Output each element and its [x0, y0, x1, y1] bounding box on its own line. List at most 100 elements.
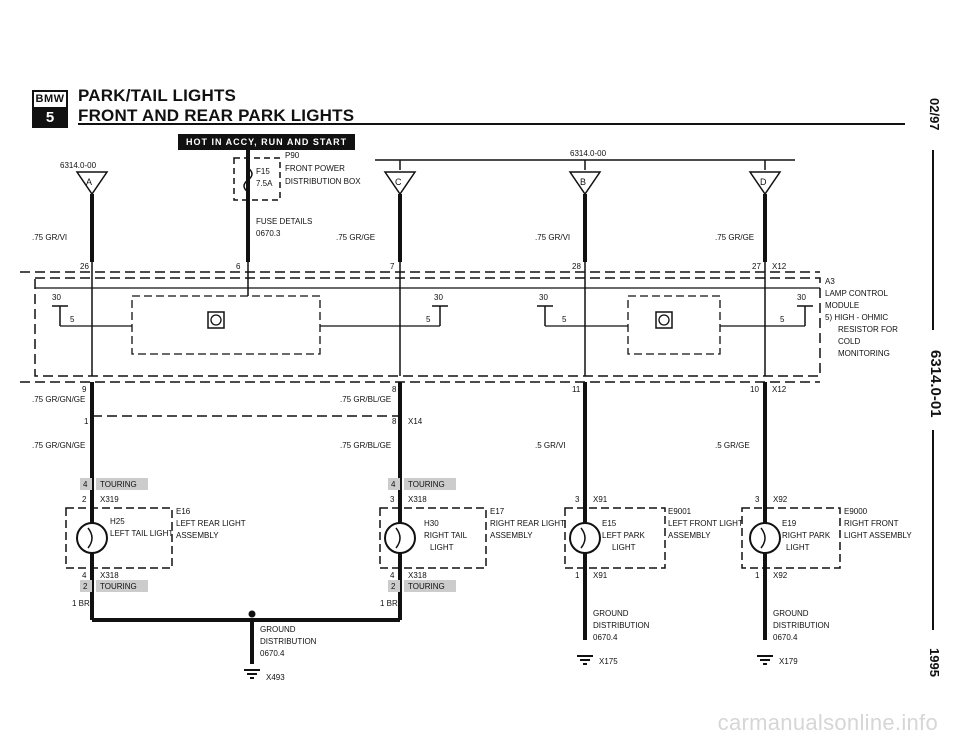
pin-3-a: 3	[390, 495, 395, 504]
connector-x12-b: X12	[772, 385, 787, 394]
ground-s2: DISTRIBUTION	[593, 621, 650, 630]
ground-symbol-x179	[757, 655, 773, 665]
lamp-e17-l2: ASSEMBLY	[490, 531, 533, 540]
pin-8-b: 8	[392, 417, 397, 426]
page-title: PARK/TAIL LIGHTS	[78, 86, 237, 105]
pin-6: 6	[236, 262, 241, 271]
lamp-e19-l2: LIGHT	[786, 543, 810, 552]
wire-label-1: .75 GR/VI	[32, 233, 67, 242]
lamp-e9001-id: E9001	[668, 507, 692, 516]
lamp-control-module	[34, 277, 821, 377]
module-right-box	[627, 295, 721, 355]
ground-symbol-x175	[577, 655, 593, 665]
lamp-e9000-l1: RIGHT FRONT	[844, 519, 899, 528]
ground-s3: 0670.4	[593, 633, 618, 642]
connector-x318-b: X318	[100, 571, 119, 580]
watermark: carmanualsonline.info	[717, 710, 938, 735]
pin-1-b: 1	[755, 571, 760, 580]
wire-label-12: 1 BR	[380, 599, 398, 608]
lamp-e9001-l2: ASSEMBLY	[668, 531, 711, 540]
pin-1: 1	[84, 417, 89, 426]
lamp-e15-id: E15	[602, 519, 617, 528]
touring-label-b: TOURING	[408, 480, 445, 489]
module-note1: 5) HIGH - OHMIC	[825, 313, 888, 322]
pin-5-d: 5	[780, 315, 785, 324]
module-note3: COLD	[838, 337, 860, 346]
ground-l1: GROUND	[260, 625, 296, 634]
connector-d-triangle	[748, 171, 782, 196]
pin-5-c: 5	[562, 315, 567, 324]
ground-s1: GROUND	[593, 609, 629, 618]
touring-label-a: TOURING	[100, 480, 137, 489]
fuse-name: F15	[256, 167, 270, 176]
ground-l2: DISTRIBUTION	[260, 637, 317, 646]
fuse-box-line1: FRONT POWER	[285, 164, 345, 173]
pin-5-b: 5	[426, 315, 431, 324]
page-subtitle: FRONT AND REAR PARK LIGHTS	[78, 106, 355, 125]
logo-series: 5	[34, 109, 66, 126]
wire-label-4: .75 GR/GE	[715, 233, 754, 242]
connector-x318-a: X318	[408, 495, 427, 504]
touring-2-a: 2	[83, 582, 88, 591]
ground-symbol-x493	[244, 669, 260, 679]
connector-x92-a: X92	[773, 495, 788, 504]
pin-8-a: 8	[392, 385, 397, 394]
wire-label-9: .5 GR/VI	[535, 441, 566, 450]
module-left-box	[131, 295, 321, 355]
connector-c-triangle	[383, 171, 417, 196]
module-id: A3	[825, 277, 835, 286]
pin-3-b: 3	[575, 495, 580, 504]
touring-4-a: 4	[83, 480, 88, 489]
touring-4-b: 4	[391, 480, 396, 489]
power-banner: HOT IN ACCY, RUN AND START	[178, 134, 356, 150]
connector-b-triangle	[568, 171, 602, 196]
pin-28: 28	[572, 262, 581, 271]
ref-mid: 6314.0-00	[570, 149, 607, 158]
wire-label-10: .5 GR/GE	[715, 441, 750, 450]
connector-x319: X319	[100, 495, 119, 504]
lamp-e15-l1: LEFT PARK	[602, 531, 645, 540]
lamp-e17-id: E17	[490, 507, 505, 516]
fuse-details2: 0670.3	[256, 229, 281, 238]
lamp-e9001-l1: LEFT FRONT LIGHT	[668, 519, 743, 528]
relay-right-icon	[655, 311, 673, 329]
wire-label-7: .75 GR/GN/GE	[32, 441, 85, 450]
lamp-h30-l1: RIGHT TAIL	[424, 531, 468, 540]
pin-10: 10	[750, 385, 759, 394]
connector-x14: X14	[408, 417, 423, 426]
wire-label-5: .75 GR/GN/GE	[32, 395, 85, 404]
lamp-h30-id: H30	[424, 519, 439, 528]
connector-a: A	[86, 177, 92, 187]
module-note4: MONITORING	[838, 349, 890, 358]
connector-x318-c: X318	[408, 571, 427, 580]
pin-30-c: 30	[539, 293, 548, 302]
connector-x91-a: X91	[593, 495, 608, 504]
pin-5-a: 5	[70, 315, 75, 324]
lamp-h25-name: LEFT TAIL LIGHT	[110, 529, 173, 538]
ground-l3: 0670.4	[260, 649, 285, 658]
wire-label-8: .75 GR/BL/GE	[340, 441, 391, 450]
touring-label-d: TOURING	[408, 582, 445, 591]
pin-30-d: 30	[797, 293, 806, 302]
pin-1-a: 1	[575, 571, 580, 580]
connector-b: B	[580, 177, 586, 187]
wire-label-3: .75 GR/VI	[535, 233, 570, 242]
ground-r3: 0670.4	[773, 633, 798, 642]
lamp-e16-id: E16	[176, 507, 191, 516]
module-line1: LAMP CONTROL	[825, 289, 889, 298]
e16-assembly-box	[65, 507, 173, 569]
pin-30-b: 30	[434, 293, 443, 302]
e17-assembly-box	[379, 507, 487, 569]
lamp-e19-l1: RIGHT PARK	[782, 531, 831, 540]
lamp-e16-l2: ASSEMBLY	[176, 531, 219, 540]
ref-left: 6314.0-00	[60, 161, 97, 170]
ground-r2: DISTRIBUTION	[773, 621, 830, 630]
module-note2: RESISTOR FOR	[838, 325, 898, 334]
fuse-symbol	[243, 167, 253, 193]
fuse-rating: 7.5A	[256, 179, 273, 188]
fuse-box-outline	[233, 157, 281, 201]
relay-left-icon	[207, 311, 225, 329]
connector-a-triangle	[75, 171, 109, 196]
pin-2: 2	[82, 495, 87, 504]
